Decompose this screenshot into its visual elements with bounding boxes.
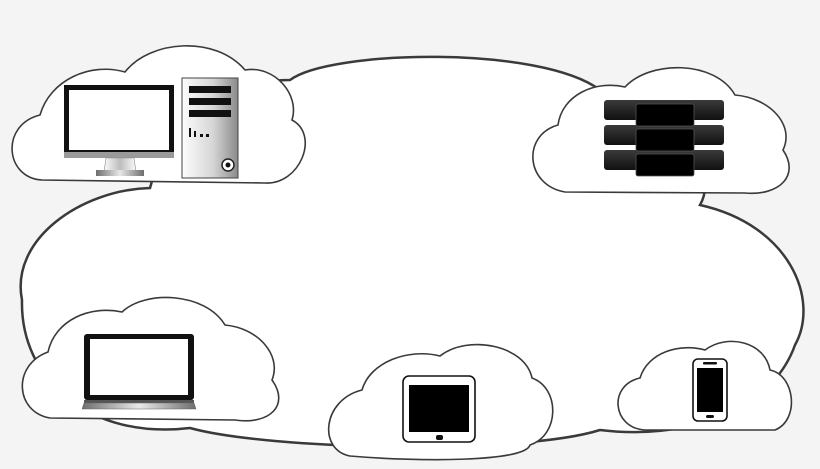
desktop-computer-icon: [64, 77, 239, 179]
smartphone-icon: [692, 358, 728, 422]
laptop-icon: [81, 334, 197, 410]
server-rack-node: [532, 66, 790, 194]
server-rack-icon: [604, 100, 724, 177]
laptop-node: [21, 296, 280, 422]
desktop-node: [11, 45, 306, 184]
tablet-icon: [402, 375, 476, 443]
smartphone-node: [617, 340, 793, 431]
tablet-node: [327, 343, 554, 461]
